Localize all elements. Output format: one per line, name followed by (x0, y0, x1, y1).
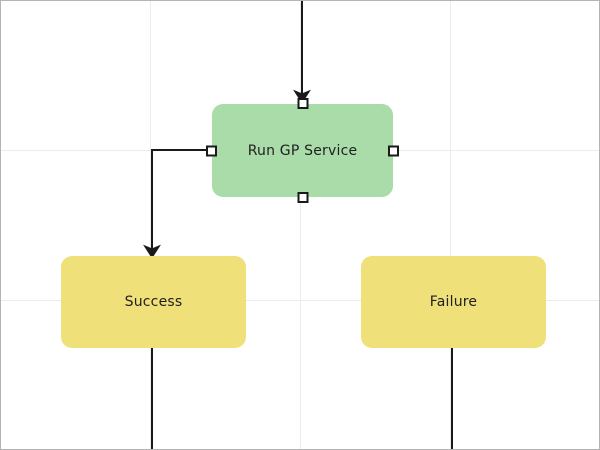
node-label: Success (124, 294, 183, 310)
handle-right-icon[interactable] (388, 145, 399, 156)
node-success[interactable]: Success (61, 256, 246, 348)
handle-left-icon[interactable] (206, 145, 217, 156)
handle-bottom-icon[interactable] (297, 192, 308, 203)
node-label: Run GP Service (247, 142, 358, 159)
node-failure[interactable]: Failure (361, 256, 546, 348)
node-label: Failure (429, 294, 478, 310)
node-run-gp-service[interactable]: Run GP Service (206, 98, 399, 203)
handle-top-icon[interactable] (297, 98, 308, 109)
edge-service-to-success[interactable] (143, 149, 206, 259)
